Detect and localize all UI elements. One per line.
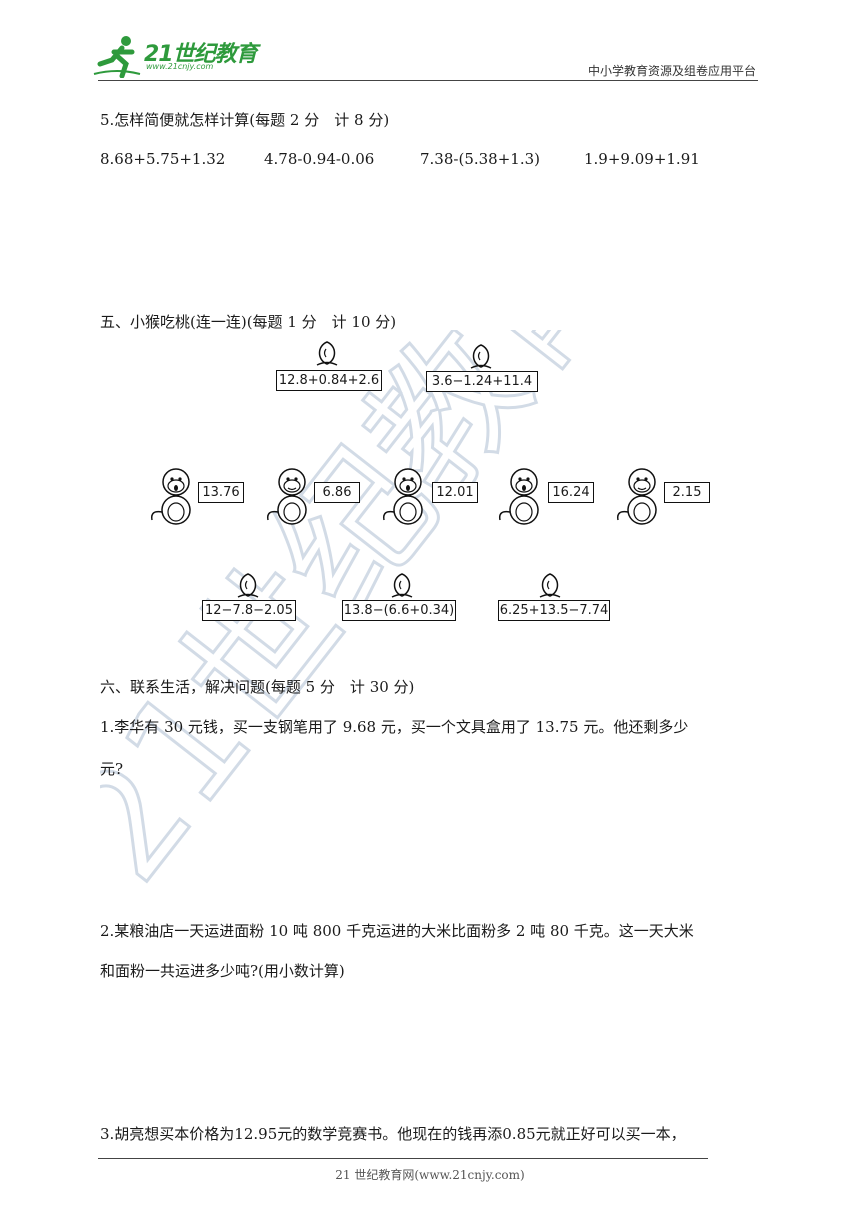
footer-text: 21 世纪教育网(www.21cnjy.com) — [335, 1168, 525, 1182]
bottom-peach-expression-1: 12−7.8−2.05 — [202, 600, 296, 621]
problem-3: 7.38-(5.38+1.3) — [420, 150, 540, 168]
bottom-peach-expression-3: 6.25+13.5−7.74 — [498, 600, 610, 621]
header-platform-text: 中小学教育资源及组卷应用平台 — [587, 64, 756, 78]
peach-icon — [539, 573, 561, 598]
question-1-line-1: 1.李华有 30 元钱，买一支钢笔用了 9.68 元，买一个文具盒用了 13.7… — [100, 718, 689, 736]
monkey-icon — [150, 468, 191, 525]
peach-icon — [237, 573, 259, 598]
section-liu-title: 六、联系生活，解决问题(每题 5 分 计 30 分) — [100, 678, 415, 696]
footer-divider — [98, 1158, 708, 1159]
top-peach-expression-1: 12.8+0.84+2.6 — [276, 370, 382, 391]
monkey-icon — [266, 468, 307, 525]
problem-4: 1.9+9.09+1.91 — [584, 150, 700, 168]
section-wu-title: 五、小猴吃桃(连一连)(每题 1 分 计 10 分) — [100, 313, 397, 331]
question-3-line-1: 3.胡亮想买本价格为12.95元的数学竞赛书。他现在的钱再添0.85元就正好可以… — [100, 1125, 686, 1143]
question-1-line-2: 元? — [100, 760, 124, 778]
monkey-value-1: 13.76 — [198, 482, 244, 503]
monkey-value-5: 2.15 — [664, 482, 710, 503]
bottom-peach-expression-2: 13.8−(6.6+0.34) — [342, 600, 456, 621]
header-divider — [98, 80, 758, 81]
problem-2: 4.78-0.94-0.06 — [264, 150, 375, 168]
monkey-value-3: 12.01 — [432, 482, 478, 503]
peach-icon — [316, 341, 338, 366]
problem-1: 8.68+5.75+1.32 — [100, 150, 226, 168]
monkey-icon — [498, 468, 539, 525]
section5-title: 5.怎样简便就怎样计算(每题 2 分 计 8 分) — [100, 111, 390, 129]
question-2-line-1: 2.某粮油店一天运进面粉 10 吨 800 千克运进的大米比面粉多 2 吨 80… — [100, 922, 694, 940]
watermark-text: 21世纪教育 — [100, 330, 655, 912]
site-logo: 21世纪教育 www.21cnjy.com — [92, 34, 262, 79]
running-man-icon — [93, 36, 141, 79]
peach-icon — [391, 573, 413, 598]
question-2-line-2: 和面粉一共运进多少吨?(用小数计算) — [100, 962, 345, 980]
logo-url: www.21cnjy.com — [146, 62, 214, 71]
logo-name: 21世纪教育 — [144, 42, 258, 67]
monkey-icon — [616, 468, 657, 525]
top-peach-expression-2: 3.6−1.24+11.4 — [426, 371, 538, 392]
monkey-value-2: 6.86 — [314, 482, 360, 503]
peach-icon — [470, 344, 492, 369]
monkey-icon — [382, 468, 423, 525]
watermark: 21世纪教育 — [100, 330, 657, 914]
monkey-value-4: 16.24 — [548, 482, 594, 503]
